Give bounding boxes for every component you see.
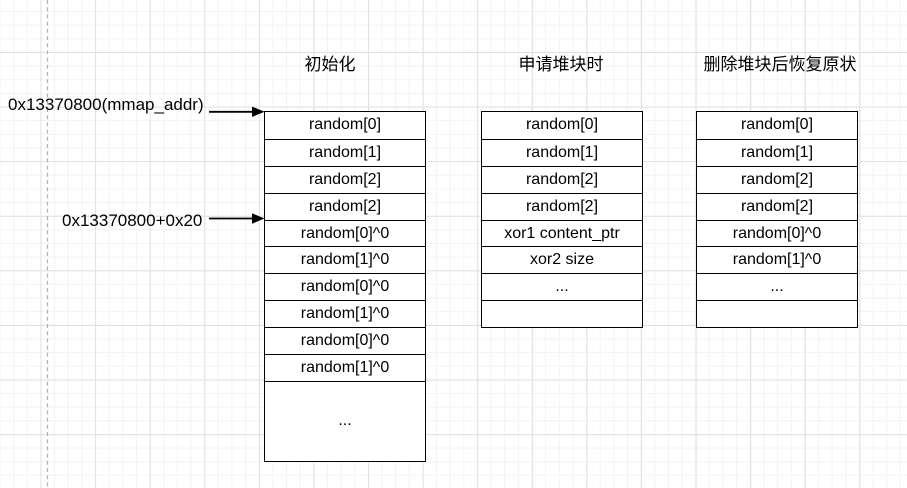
memory-cell: xor1 content_ptr <box>482 219 642 247</box>
memory-cell: random[2] <box>482 192 642 220</box>
memory-cell: random[0] <box>308 116 382 134</box>
column-header-init: 初始化 <box>304 55 356 74</box>
memory-cell: random[2] <box>265 165 425 193</box>
memory-cell: random[1]^0 <box>265 354 425 381</box>
memory-cell-ellipsis: ... <box>265 380 425 461</box>
offset-0x20-arrow <box>209 213 265 224</box>
memory-cell: random[1]^0 <box>697 246 857 273</box>
memory-cell: random[2] <box>697 192 857 220</box>
memory-cell: random[1] <box>482 138 642 166</box>
memory-cell: random[0]^0 <box>265 219 425 247</box>
memory-cell-ellipsis: ... <box>697 273 857 300</box>
memory-cell: random[1]^0 <box>265 300 425 327</box>
memory-cell: random[1] <box>697 138 857 166</box>
memory-cell: random[0] <box>740 116 814 134</box>
memory-table-init: random[0] random[1] random[2] random[2] … <box>264 111 426 462</box>
memory-table-free: random[0] random[1] random[2] random[2] … <box>696 111 858 329</box>
memory-cell: xor2 size <box>482 246 642 273</box>
memory-cell: random[0]^0 <box>265 273 425 300</box>
column-header-free: 删除堆块后恢复原状 <box>703 55 857 74</box>
mmap-addr-label: 0x13370800(mmap_addr) <box>8 95 204 114</box>
memory-table-malloc: random[0] random[1] random[2] random[2] … <box>481 111 643 329</box>
memory-cell: random[0]^0 <box>697 219 857 247</box>
memory-cell: random[1] <box>265 138 425 166</box>
memory-cell: random[2] <box>482 165 642 193</box>
memory-cell: random[0]^0 <box>265 327 425 354</box>
memory-cell: random[0] <box>525 116 599 134</box>
memory-cell-empty <box>697 300 857 327</box>
memory-cell-empty <box>482 300 642 327</box>
memory-cell: random[2] <box>265 192 425 220</box>
memory-cell-ellipsis: ... <box>482 273 642 300</box>
offset-0x20-label: 0x13370800+0x20 <box>62 211 203 230</box>
memory-cell: random[2] <box>697 165 857 193</box>
mmap-addr-arrow <box>209 106 265 117</box>
memory-cell: random[1]^0 <box>265 246 425 273</box>
column-header-malloc: 申请堆块时 <box>518 55 604 74</box>
